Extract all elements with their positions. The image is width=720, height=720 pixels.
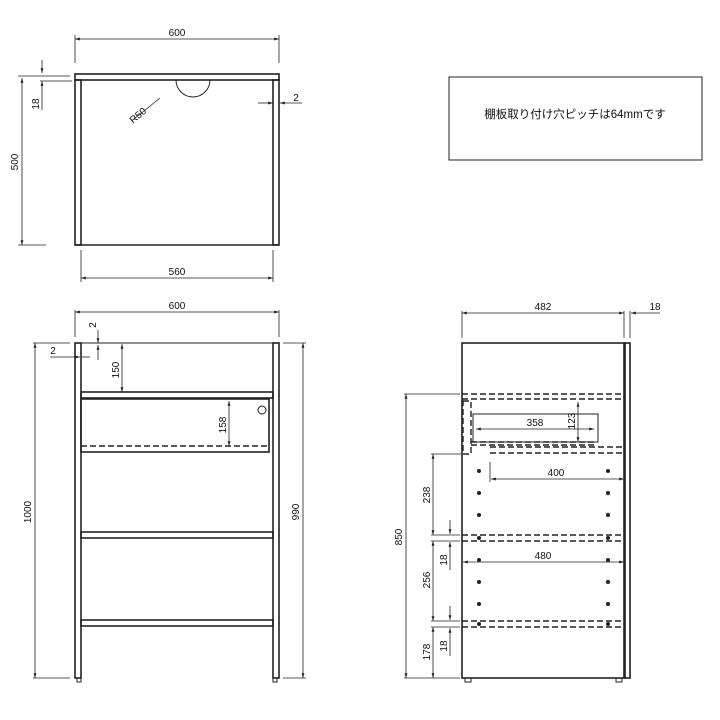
dim-rail: 400 — [548, 468, 565, 479]
shelf-pin-holes — [477, 469, 610, 626]
dim-drawer-inner: 358 — [527, 418, 544, 429]
dim-top-gap: 150 — [111, 361, 122, 378]
dim-top-width: 600 — [169, 28, 186, 39]
dim-space1: 238 — [422, 486, 433, 503]
note-box: 棚板取り付け穴ピッチは64mmです — [448, 76, 703, 161]
drawer — [80, 398, 270, 453]
dim-side-height: 850 — [394, 528, 405, 545]
dim-space3: 178 — [422, 643, 433, 660]
dim-drawer-height: 158 — [218, 416, 229, 433]
dim-total-height: 1000 — [23, 500, 34, 523]
dim-side-depth: 482 — [535, 302, 552, 313]
dim-drawer-depth: 123 — [567, 412, 578, 429]
dim-gap-side: 2 — [50, 346, 56, 357]
front-view: 600 1000 990 150 158 2 2 — [23, 301, 306, 683]
drawer-lock — [257, 405, 267, 415]
dim-back-thickness: 18 — [649, 302, 661, 313]
dim-inner-width: 560 — [169, 267, 186, 278]
top-view: 600 560 500 18 R50 2 — [10, 28, 302, 282]
dim-gap-top: 2 — [88, 322, 99, 328]
dim-top-thickness: 18 — [31, 98, 42, 110]
cable-hole — [175, 79, 211, 98]
dim-space2: 256 — [422, 571, 433, 588]
dim-shelf2: 18 — [439, 640, 450, 652]
dim-shelf-depth: 480 — [535, 551, 552, 562]
dim-top-depth: 500 — [10, 153, 21, 170]
note-text: 棚板取り付け穴ピッチは64mmです — [484, 107, 665, 121]
dim-inner-height: 990 — [291, 503, 302, 520]
dim-gap: 2 — [293, 93, 299, 104]
side-view: 482 18 358 123 400 480 850 238 18 256 18… — [394, 302, 661, 683]
dim-shelf1: 18 — [439, 554, 450, 566]
dim-front-width: 600 — [169, 301, 186, 312]
